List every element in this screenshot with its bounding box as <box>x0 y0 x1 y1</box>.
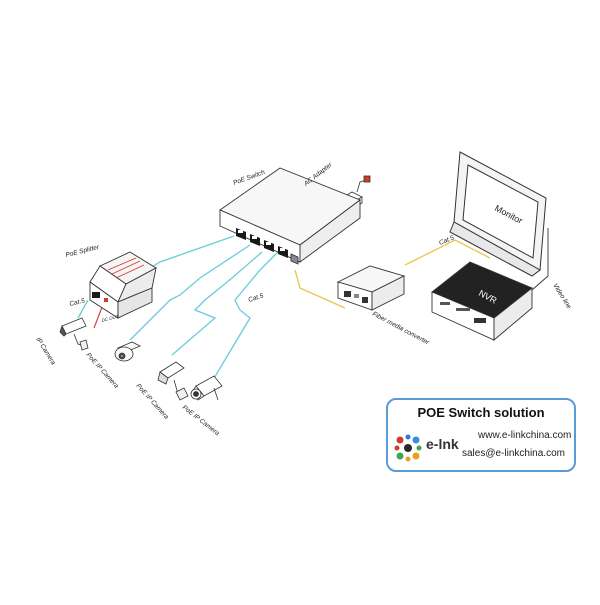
fiber-cables <box>294 239 491 309</box>
label-poe-splitter: PoE Splitter <box>65 244 101 259</box>
info-box: POE Switch solution e-lnk www.e-linkchin… <box>386 398 576 472</box>
cable-switch-to-dome-camera <box>129 244 251 341</box>
info-title: POE Switch solution <box>417 405 545 420</box>
brand-name: e-lnk <box>426 436 459 452</box>
video-line <box>531 228 549 291</box>
label-poe-ip-camera-2: PoE IP Camera <box>135 383 171 421</box>
poe-bullet-camera-2 <box>190 375 223 401</box>
poe-splitter <box>89 251 157 319</box>
cable-switch-to-bullet-camera-1 <box>171 251 263 356</box>
poe-dome-camera <box>114 341 141 362</box>
cable-switch-to-bullet-camera-2 <box>209 251 279 386</box>
label-poe-ip-camera-3: PoE IP Camera <box>181 404 221 437</box>
email-text: sales@e-linkchina.com <box>462 448 565 459</box>
fiber-switch-to-converter <box>294 269 346 309</box>
label-cat5-top: Cat.5 <box>438 234 455 246</box>
label-dc-out: DC OUT <box>101 314 120 323</box>
cable-splitter-to-ip-camera <box>77 299 89 319</box>
poe-bullet-camera-1 <box>157 361 189 401</box>
label-cat5-middle: Cat.5 <box>247 292 264 304</box>
fiber-converter-to-nvr <box>404 239 491 266</box>
ip-camera-left <box>59 317 89 351</box>
fiber-media-converter <box>336 265 406 311</box>
website-text: www.e-linkchina.com <box>478 430 572 441</box>
label-cat5-splitter: Cat.5 <box>69 297 86 308</box>
label-video-line: Video line <box>551 282 572 310</box>
poe-switch <box>219 167 361 265</box>
e-link-logo-icon <box>394 434 422 462</box>
monitor <box>449 151 547 277</box>
label-ip-camera: IP Camera <box>34 336 56 366</box>
label-fiber-media-converter: Fiber media converter <box>371 311 431 347</box>
label-poe-ip-camera-1: PoE IP Camera <box>85 352 121 390</box>
cat5-cables <box>129 235 279 386</box>
nvr <box>431 261 533 341</box>
